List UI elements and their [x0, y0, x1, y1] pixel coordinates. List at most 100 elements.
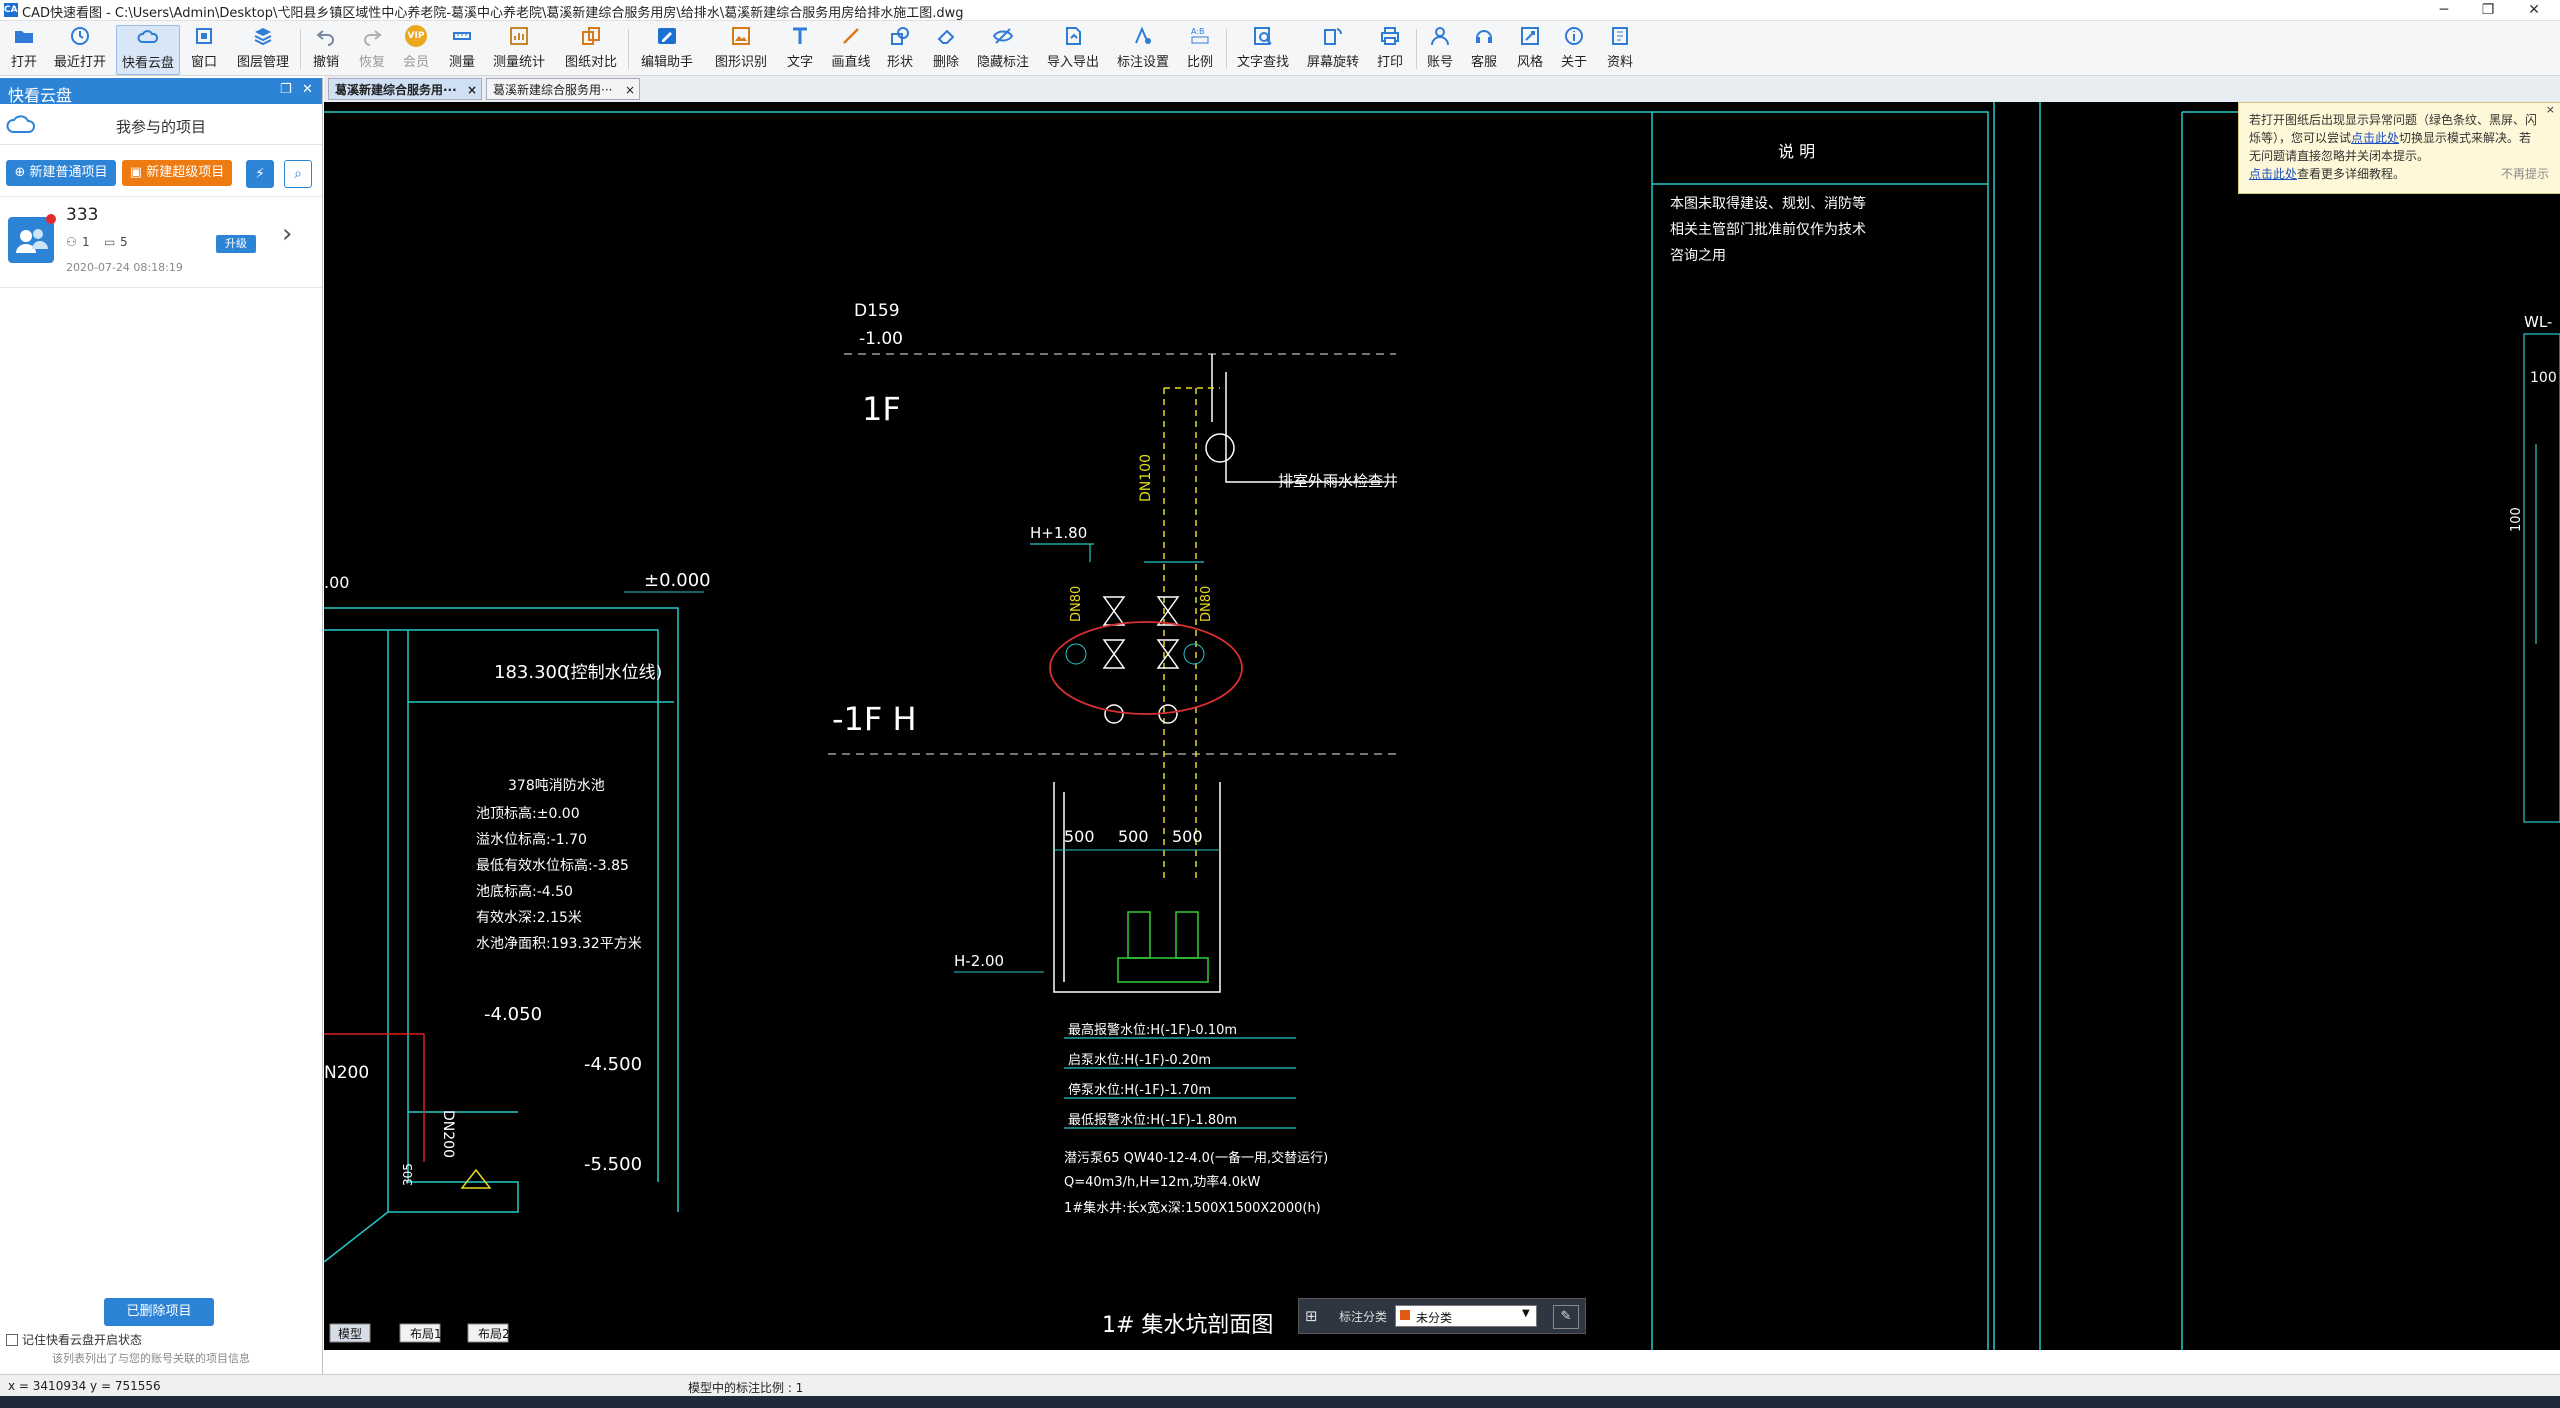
project-date: 2020-07-24 08:18:19	[66, 261, 183, 274]
remember-label: 记住快看云盘开启状态	[22, 1333, 143, 1347]
undo-button[interactable]: 撤销	[308, 25, 344, 73]
tab-layout-2[interactable]: 布局2	[478, 1327, 510, 1341]
line-icon	[843, 28, 859, 44]
notice-line-3: 无问题请直接忽略并关闭本提示。	[2249, 149, 2430, 163]
shape-button[interactable]: 形状	[882, 25, 918, 73]
tank-line-5: 池底标高:-4.50	[476, 883, 573, 900]
chevron-right-icon[interactable]: ›	[282, 219, 293, 249]
text-search-button[interactable]: 文字查找	[1234, 25, 1292, 73]
dismiss-notice-link[interactable]: 不再提示	[2500, 167, 2549, 181]
remember-checkbox[interactable]	[6, 1334, 18, 1346]
file-count: 5	[120, 235, 128, 249]
close-window-button[interactable]: ✕	[2528, 2, 2540, 18]
recognize-button[interactable]: 图形识别	[712, 25, 770, 73]
cad-canvas[interactable]: 说 明 本图未取得建设、规划、消防等 相关主管部门批准前仅作为技术 咨询之用 W…	[323, 102, 2560, 1352]
style-icon	[1521, 27, 1539, 45]
new-normal-project-button[interactable]: ⊕ 新建普通项目	[6, 160, 116, 186]
tab-document-1[interactable]: 葛溪新建综合服务用···×	[328, 78, 482, 100]
tutorial-link[interactable]: 点击此处	[2249, 167, 2298, 181]
folder-icon	[15, 31, 33, 43]
minimize-button[interactable]: ─	[2439, 2, 2449, 18]
annotation-category-select[interactable]: 未分类 ▼	[1395, 1305, 1537, 1327]
tab-model[interactable]: 模型	[338, 1327, 362, 1341]
close-tab-icon[interactable]: ×	[466, 83, 477, 97]
project-card[interactable]: 333 ⚇ 1 ▭ 5 升级 2020-07-24 08:18:19 ›	[0, 196, 322, 288]
category-color-swatch	[1400, 1310, 1410, 1320]
import-export-button[interactable]: 导入导出	[1044, 25, 1102, 73]
tank-line-1: 378吨消防水池	[508, 778, 605, 794]
layers-button[interactable]: 图层管理	[234, 25, 292, 73]
svg-text:A:B: A:B	[1191, 27, 1205, 36]
water-level-2: 启泵水位:H(-1F)-0.20m	[1068, 1053, 1211, 1068]
project-avatar-icon	[8, 214, 56, 263]
style-button[interactable]: 风格	[1512, 25, 1548, 73]
rotate-button[interactable]: 屏幕旋转	[1304, 25, 1362, 73]
stats-icon	[510, 27, 528, 45]
member-icon: ⚇	[66, 235, 77, 249]
d159-label: D159	[854, 301, 900, 321]
maximize-button[interactable]: ❐	[2481, 2, 2495, 18]
project-name: 333	[66, 205, 99, 225]
edit-annotation-icon[interactable]: ✎	[1553, 1305, 1579, 1329]
cloud-button[interactable]: 快看云盘	[116, 25, 180, 75]
outdoor-well-label: 排室外雨水检查井	[1278, 472, 1398, 490]
dn200-label: DN200	[440, 1110, 456, 1158]
text-button[interactable]: 文字	[782, 25, 818, 73]
window-button[interactable]: 窗口	[186, 25, 222, 73]
tank-line-4: 最低有效水位标高:-3.85	[476, 857, 629, 874]
tank-line-2: 池顶标高:±0.00	[476, 805, 580, 822]
recent-button[interactable]: 最近打开	[52, 25, 108, 73]
annotation-scale-readout: 模型中的标注比例 : 1	[688, 1381, 804, 1395]
pump-spec-1: 潜污泵65 QW40-12-4.0(一备一用,交替运行)	[1064, 1150, 1328, 1166]
new-super-project-button[interactable]: ▣ 新建超级项目	[122, 160, 232, 186]
scale-icon: A:B	[1191, 27, 1209, 44]
search-icon[interactable]: ⌕	[284, 160, 312, 188]
level-zero: ±0.000	[644, 570, 711, 591]
left-level-00: .00	[324, 573, 349, 592]
tank-line-7: 水池净面积:193.32平方米	[476, 936, 642, 952]
document-tabs: 葛溪新建综合服务用···× 葛溪新建综合服务用···×	[324, 76, 2560, 103]
pin-icon[interactable]: ❐	[280, 82, 292, 97]
compare-button[interactable]: 图纸对比	[562, 25, 620, 73]
tab-layout-1[interactable]: 布局1	[410, 1327, 442, 1341]
account-button[interactable]: 账号	[1422, 25, 1458, 73]
level-5500: -5.500	[584, 1154, 642, 1175]
resources-button[interactable]: 资料	[1602, 25, 1638, 73]
notes-line-1: 本图未取得建设、规划、消防等	[1670, 195, 1866, 212]
open-button[interactable]: 打开	[6, 25, 42, 73]
user-icon	[1431, 27, 1449, 46]
close-sidebar-icon[interactable]: ✕	[302, 82, 313, 97]
sync-icon[interactable]: ⚡	[246, 160, 274, 188]
about-button[interactable]: 关于	[1556, 25, 1592, 73]
close-notice-icon[interactable]: ×	[2545, 103, 2555, 116]
hide-mark-button[interactable]: 隐藏标注	[974, 25, 1032, 73]
edit-assist-button[interactable]: 编辑助手	[636, 25, 698, 73]
vip-icon: VIP	[405, 25, 427, 47]
print-button[interactable]: 打印	[1372, 25, 1408, 73]
upgrade-button[interactable]: 升级	[216, 235, 256, 253]
mark-settings-button[interactable]: 标注设置	[1114, 25, 1172, 73]
measure-button[interactable]: 测量	[444, 25, 480, 73]
import-export-icon	[1066, 27, 1081, 45]
sidebar-hint: 该列表列出了与您的账号关联的项目信息	[52, 1352, 250, 1365]
text-icon	[793, 27, 807, 44]
tab-document-2[interactable]: 葛溪新建综合服务用···×	[486, 78, 640, 100]
switch-mode-link[interactable]: 点击此处	[2351, 131, 2400, 145]
measure-stats-button[interactable]: 测量统计	[490, 25, 548, 73]
dn80-left-label: DN80	[1069, 586, 1084, 622]
redo-button[interactable]: 恢复	[354, 25, 390, 73]
rotate-icon	[1324, 28, 1342, 45]
delete-button[interactable]: 删除	[928, 25, 964, 73]
ruler-icon	[453, 32, 471, 40]
drawing-svg: 说 明 本图未取得建设、规划、消防等 相关主管部门批准前仅作为技术 咨询之用 W…	[323, 102, 2560, 1352]
close-tab-icon[interactable]: ×	[624, 83, 635, 97]
service-button[interactable]: 客服	[1466, 25, 1502, 73]
line-button[interactable]: 画直线	[828, 25, 874, 73]
notes-title: 说 明	[1778, 142, 1815, 161]
deleted-projects-button[interactable]: 已删除项目	[104, 1298, 214, 1326]
right-dim-100: 100	[2530, 370, 2557, 386]
notes-line-3: 咨询之用	[1670, 248, 1726, 264]
annotation-category-label: 标注分类	[1339, 1310, 1388, 1324]
